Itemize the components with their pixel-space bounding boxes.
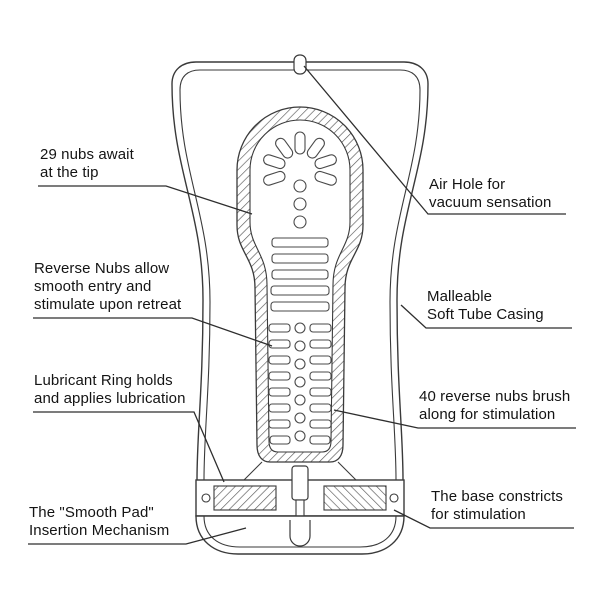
label-air-hole: Air Hole for vacuum sensation	[429, 176, 552, 211]
leader-base-constrict	[393, 509, 574, 529]
label-reverse-nubs: Reverse Nubs allow smooth entry and stim…	[34, 260, 182, 313]
label-smooth-pad: The "Smooth Pad" Insertion Mechanism	[29, 504, 170, 539]
label-forty-nubs: 40 reverse nubs brush along for stimulat…	[419, 388, 571, 423]
base-mechanism	[195, 465, 405, 555]
leader-soft-casing	[400, 304, 572, 329]
label-nubs-tip: 29 nubs await at the tip	[40, 146, 134, 181]
label-soft-casing: Malleable Soft Tube Casing	[427, 288, 544, 323]
label-base-constrict: The base constricts for stimulation	[431, 488, 563, 523]
leader-reverse-nubs	[33, 317, 273, 347]
leader-lubricant-ring	[33, 411, 225, 483]
throat-ribs	[270, 237, 330, 312]
leader-smooth-pad	[28, 527, 247, 545]
leader-nubs-tip	[38, 185, 253, 215]
dome-nubs	[263, 131, 337, 229]
air-hole	[293, 54, 307, 75]
leader-air-hole	[303, 65, 566, 215]
reverse-nub-comb	[268, 322, 332, 445]
label-lubricant-ring: Lubricant Ring holds and applies lubrica…	[34, 372, 186, 407]
leader-forty-nubs	[333, 409, 576, 429]
leader-lines	[28, 65, 576, 545]
